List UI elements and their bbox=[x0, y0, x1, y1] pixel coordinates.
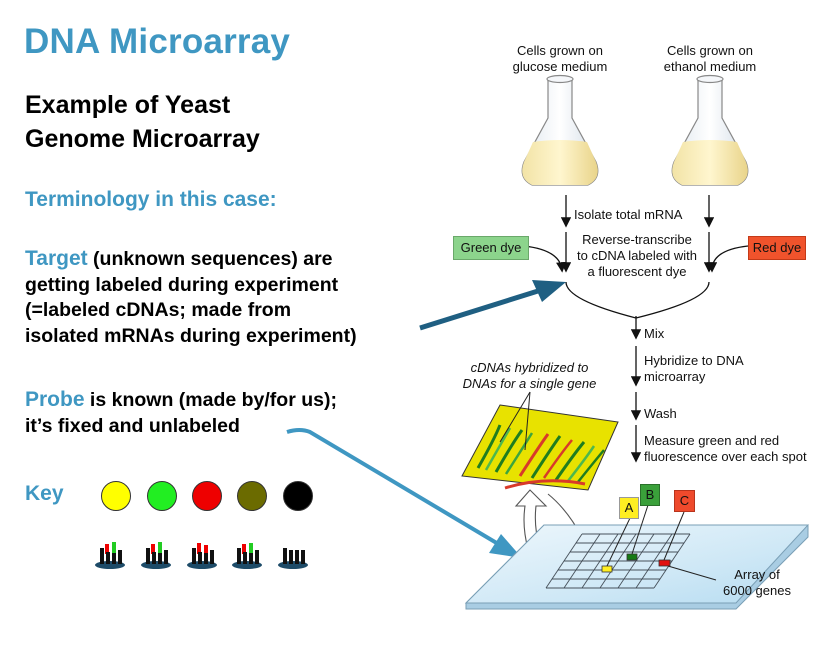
page-title: DNA Microarray bbox=[24, 22, 291, 61]
target-line-2: getting labeled during experiment bbox=[25, 273, 339, 296]
target-line-3: (=labeled cDNAs; made from bbox=[25, 299, 292, 321]
subtitle-line-1: Example of Yeast bbox=[25, 91, 231, 119]
step-measure-line-2: fluorescence over each spot bbox=[644, 449, 807, 464]
flask-ethanol-label-line-1: Cells grown on bbox=[667, 43, 753, 58]
key-dot-yellow bbox=[101, 481, 131, 511]
array-label-line-1: Array of bbox=[734, 567, 780, 582]
key-probe-icons bbox=[95, 542, 308, 569]
red-dye-badge: Red dye bbox=[748, 236, 806, 260]
arrow-red-dye bbox=[706, 245, 749, 273]
target-term: Target bbox=[25, 247, 88, 270]
step-measure-line-1: Measure green and red bbox=[644, 433, 780, 448]
array-label-line-2: 6000 genes bbox=[723, 583, 791, 598]
step-isolate: Isolate total mRNA bbox=[574, 207, 683, 222]
probe-paragraph: Probe is known (made by/for us); it’s fi… bbox=[25, 387, 425, 439]
key-dot-black bbox=[283, 481, 313, 511]
hybrid-caption-line-1: cDNAs hybridized to bbox=[470, 360, 589, 375]
step-rt-line-3: a fluorescent dye bbox=[587, 264, 687, 279]
step-mix: Mix bbox=[644, 326, 665, 341]
target-line-4: isolated mRNAs during experiment) bbox=[25, 324, 357, 347]
terminology-heading: Terminology in this case: bbox=[25, 188, 277, 211]
flask-ethanol-label: Cells grown on ethanol medium bbox=[650, 43, 770, 75]
step-hybridize: Hybridize to DNA microarray bbox=[644, 353, 744, 385]
key-dot-olive bbox=[237, 481, 267, 511]
flask-glucose-label: Cells grown on glucose medium bbox=[500, 43, 620, 75]
probe-pointer-arrow bbox=[286, 428, 522, 558]
step-rt-line-2: to cDNA labeled with bbox=[577, 248, 697, 263]
key-dot-green bbox=[147, 481, 177, 511]
step-reverse-transcribe: Reverse-transcribe to cDNA labeled with … bbox=[564, 232, 710, 280]
probe-term: Probe bbox=[25, 388, 85, 411]
step-measure: Measure green and red fluorescence over … bbox=[644, 433, 807, 465]
array-label: Array of 6000 genes bbox=[712, 567, 802, 599]
flask-glucose bbox=[521, 74, 599, 186]
subtitle-line-2: Genome Microarray bbox=[25, 125, 260, 153]
step-hybridize-line-2: microarray bbox=[644, 369, 706, 384]
target-line-1: (unknown sequences) are bbox=[87, 248, 333, 270]
spot-c-label: C bbox=[674, 490, 695, 512]
hybrid-caption-line-2: DNAs for a single gene bbox=[462, 376, 597, 391]
hybrid-caption: cDNAs hybridized to DNAs for a single ge… bbox=[447, 360, 612, 392]
step-wash: Wash bbox=[644, 406, 677, 421]
green-dye-badge: Green dye bbox=[453, 236, 529, 260]
flask-ethanol-label-line-2: ethanol medium bbox=[663, 59, 757, 74]
microarray-slide bbox=[464, 501, 810, 610]
probe-line-1: is known (made by/for us); bbox=[84, 389, 337, 411]
flask-glucose-label-line-1: Cells grown on bbox=[517, 43, 603, 58]
step-rt-line-1: Reverse-transcribe bbox=[582, 232, 692, 247]
target-paragraph: Target (unknown sequences) are getting l… bbox=[25, 246, 425, 349]
hybrid-panel bbox=[461, 391, 619, 491]
probe-line-2: it’s fixed and unlabeled bbox=[25, 414, 240, 437]
merge-curve bbox=[565, 281, 710, 319]
flask-glucose-label-line-2: glucose medium bbox=[512, 59, 608, 74]
spot-a-label: A bbox=[619, 497, 639, 519]
arrow-green-dye bbox=[523, 245, 567, 273]
spot-b-label: B bbox=[640, 484, 660, 506]
key-label: Key bbox=[25, 482, 64, 505]
key-dot-red bbox=[192, 481, 222, 511]
step-hybridize-line-1: Hybridize to DNA bbox=[644, 353, 744, 368]
flask-ethanol bbox=[671, 74, 749, 186]
target-pointer-arrow bbox=[419, 280, 566, 331]
